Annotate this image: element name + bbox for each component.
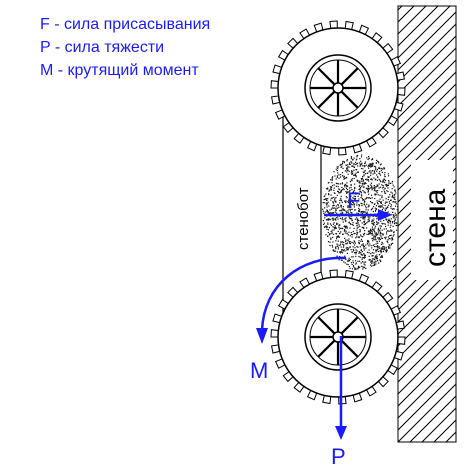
moment-m-arrow [256, 256, 347, 344]
force-f-label: F [347, 188, 360, 213]
force-p-label: P [331, 444, 346, 469]
legend-item-p: P - сила тяжести [40, 39, 165, 56]
legend-item-f: F - сила присасывания [40, 16, 211, 33]
top-wheel [270, 20, 406, 156]
wall-label-background [411, 160, 453, 280]
force-p-arrow [335, 336, 347, 440]
wall [397, 5, 457, 443]
moment-m-label: M [250, 358, 268, 383]
legend-item-m: M - крутящий момент [40, 62, 199, 79]
wall-label: стена [419, 188, 452, 267]
bottom-wheel [270, 269, 406, 405]
force-f-arrow [324, 209, 392, 221]
robot-label: стенобот [295, 187, 312, 250]
suction-cloud [322, 154, 399, 271]
